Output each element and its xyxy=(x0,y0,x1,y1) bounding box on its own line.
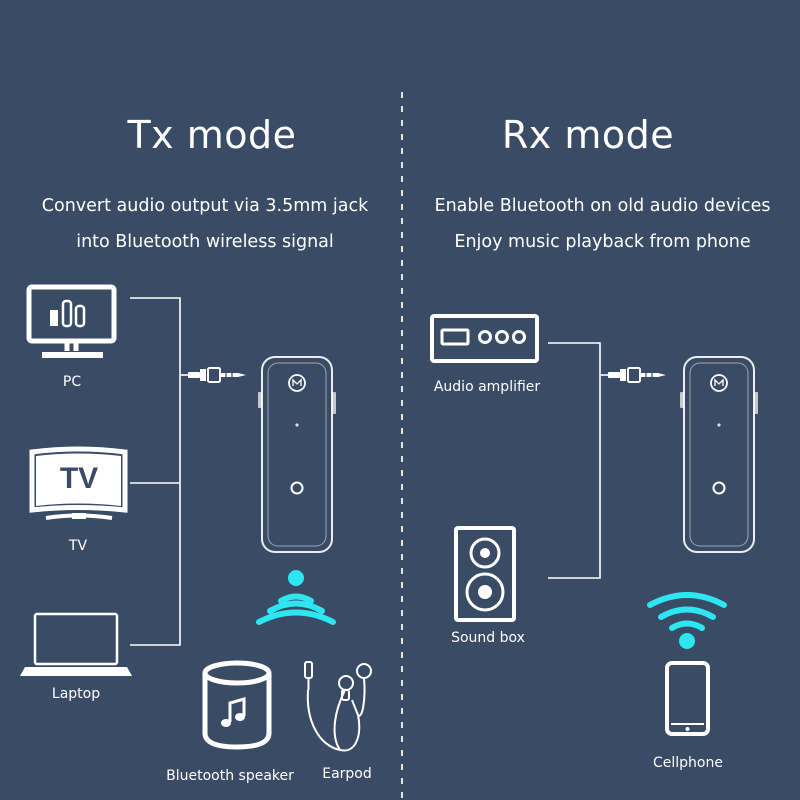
earpod-icon xyxy=(304,661,372,752)
audio-amplifier-icon xyxy=(430,314,539,363)
pc-label: PC xyxy=(62,374,82,390)
tv-label: TV xyxy=(68,538,88,554)
rx-jack-plug xyxy=(608,367,666,383)
rx-adapter-device xyxy=(680,356,758,553)
tx-description-line1: Convert audio output via 3.5mm jack xyxy=(41,196,369,216)
cellphone-label: Cellphone xyxy=(653,755,723,771)
pc-icon xyxy=(26,284,117,358)
laptop-icon xyxy=(20,612,132,676)
rx-description-line2: Enjoy music playback from phone xyxy=(454,232,751,252)
rx-signal-waves xyxy=(647,592,727,649)
laptop-label: Laptop xyxy=(51,686,101,702)
sound-box-label: Sound box xyxy=(451,630,525,646)
rx-connector-lines xyxy=(548,342,608,579)
bluetooth-speaker-label: Bluetooth speaker xyxy=(166,768,294,784)
tx-description-line2: into Bluetooth wireless signal xyxy=(76,232,334,252)
tv-screen-text: TV xyxy=(59,462,99,495)
earpod-label: Earpod xyxy=(322,766,372,782)
audio-amplifier-label: Audio amplifier xyxy=(433,379,541,395)
tx-title: Tx mode xyxy=(127,113,297,157)
tv-icon xyxy=(29,446,128,520)
tx-connector-lines xyxy=(130,297,188,646)
cellphone-icon xyxy=(665,661,710,736)
sound-box-icon xyxy=(454,526,516,622)
tx-signal-waves xyxy=(256,570,336,625)
bluetooth-speaker-icon xyxy=(202,660,272,750)
tx-jack-plug xyxy=(188,367,246,383)
rx-description-line1: Enable Bluetooth on old audio devices xyxy=(434,196,771,216)
tx-adapter-device xyxy=(258,356,336,553)
rx-title: Rx mode xyxy=(501,113,675,157)
